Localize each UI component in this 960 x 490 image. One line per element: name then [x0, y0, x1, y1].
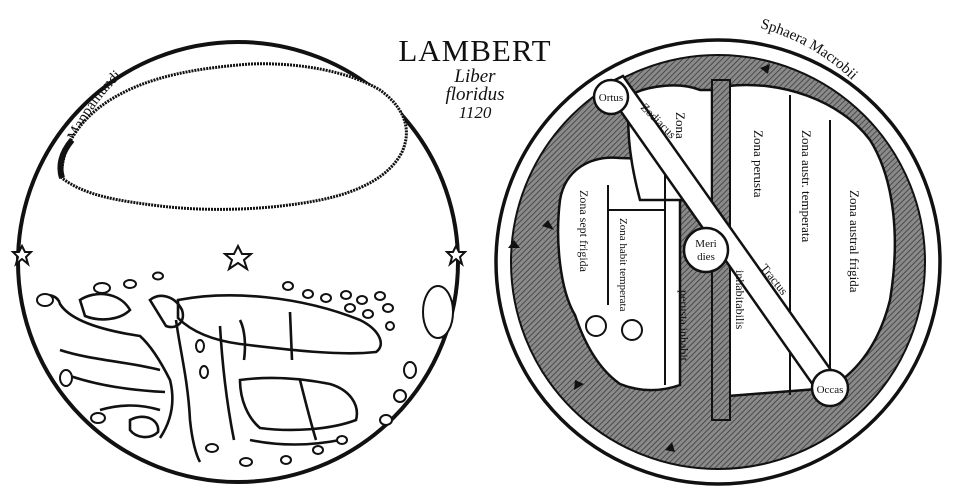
star-center [222, 243, 254, 272]
star-right [444, 243, 468, 267]
sphaera-macrobii-map: Sphaera Macrobii Ortus Meri dies Occas Z… [494, 16, 942, 486]
continent-shadow [57, 138, 75, 179]
year-label: 1120 [458, 103, 492, 122]
southern-lands [37, 292, 382, 463]
zona-austral-frigida-label: Zona austral frigida [847, 190, 862, 293]
zona-perusta-label: Zona perusta [751, 130, 766, 198]
star-marks [10, 243, 468, 272]
subtitle-liber: Liber [454, 66, 496, 87]
star-left [10, 243, 34, 267]
current-arrows [508, 64, 770, 452]
perusta-inhabit-label: perusta inhabit. [677, 290, 691, 364]
zona-label: Zona [673, 112, 688, 139]
page-title: LAMBERT [398, 33, 552, 68]
meridies-label-1: Meri [695, 238, 716, 250]
inhabitabilis-label: inhabitabilis [733, 270, 747, 330]
meridies-circle [682, 226, 730, 274]
ortus-label: Ortus [599, 92, 623, 104]
meridies-label-2: dies [697, 251, 715, 263]
zona-austr-temperata-label: Zona austr. temperata [799, 130, 814, 242]
ortus-circle [592, 78, 630, 116]
zona-habit-temperata-label: Zona habit temperata [617, 218, 629, 312]
occasus-circle [810, 368, 850, 408]
zona-sept-frigida-label: Zona sept frigida [577, 190, 591, 273]
small-islands [36, 271, 454, 467]
small-bubbles [585, 315, 643, 341]
northern-continent [60, 62, 408, 211]
subtitle-floridus: floridus [445, 84, 505, 105]
title-block: LAMBERT Liber floridus 1120 [380, 34, 570, 122]
occasus-label: Occas [817, 384, 844, 396]
mappamundi-map: Mappamundi [10, 40, 468, 484]
